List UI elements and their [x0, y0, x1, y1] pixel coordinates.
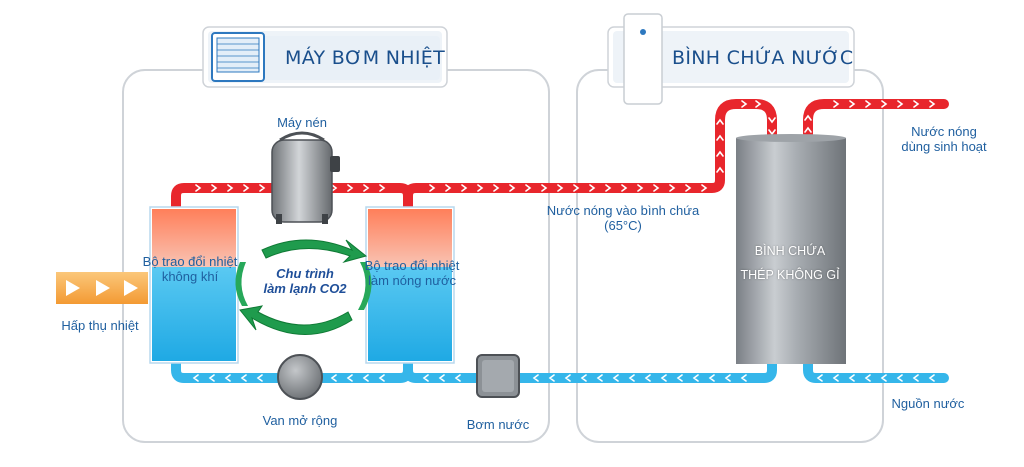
air-exchanger-label: Bộ trao đổi nhiệt không khí [128, 254, 252, 284]
water-source-label: Nguồn nước [891, 396, 965, 411]
heat-pump-title: MÁY BƠM NHIỆT [285, 47, 445, 69]
co2-cycle-icon [235, 239, 372, 335]
hot-output-label: Nước nóng dùng sinh hoạt [888, 124, 1000, 154]
cycle-label: Chu trình làm lạnh CO2 [250, 266, 360, 296]
tank-label-line2: THÉP KHÔNG GỈ [740, 268, 840, 282]
hot-output-label-line2: dùng sinh hoạt [901, 139, 987, 154]
water-pump-icon [476, 354, 520, 398]
air-heat-exchanger [149, 206, 239, 364]
water-tank-title-banner [607, 13, 855, 105]
heat-absorption-label: Hấp thụ nhiệt [61, 318, 139, 333]
hot-to-tank-label-line2: (65°C) [604, 218, 642, 233]
hot-to-tank-label: Nước nóng vào bình chứa (65°C) [538, 203, 708, 233]
hot-output-label-line1: Nước nóng [911, 124, 977, 139]
air-exchanger-label-line2: không khí [161, 269, 219, 284]
water-exchanger-label: Bộ trao đổi nhiệt làm nóng nước [350, 258, 474, 288]
hot-to-tank-label-line1: Nước nóng vào bình chứa [546, 203, 700, 218]
cycle-label-line1: Chu trình [276, 266, 334, 281]
water-exchanger-label-line1: Bộ trao đổi nhiệt [364, 258, 460, 273]
heat-pump-title-banner [202, 26, 448, 88]
outdoor-unit-icon [211, 32, 265, 82]
tank-label-line1: BÌNH CHỨA [754, 244, 826, 258]
water-heater-icon [623, 13, 663, 105]
heat-absorption-arrows [56, 272, 148, 304]
water-exchanger-label-line2: làm nóng nước [367, 273, 457, 288]
compressor-label: Máy nén [277, 115, 327, 130]
hot-flow-arrows [195, 100, 936, 192]
air-exchanger-label-line1: Bộ trao đổi nhiệt [142, 254, 238, 269]
cycle-label-line2: làm lạnh CO2 [263, 281, 347, 296]
stainless-tank-icon [736, 134, 846, 364]
cold-flow-arrows [192, 374, 935, 382]
compressor-icon [271, 131, 340, 224]
water-tank-title: BÌNH CHỨA NƯỚC [672, 47, 854, 69]
expansion-valve-label: Van mở rộng [262, 413, 338, 428]
water-pump-label: Bơm nước [466, 417, 530, 432]
expansion-valve-icon [277, 354, 323, 400]
